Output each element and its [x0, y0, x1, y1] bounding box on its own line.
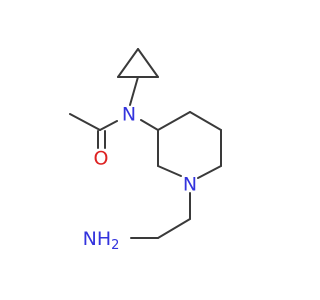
structure-canvas: N O N NH2 [69, 48, 222, 253]
atom-ring-nitrogen: N [183, 174, 197, 196]
bond-cyclopropyl-n [129, 76, 139, 106]
bond-n-piperidine-c3 [140, 119, 159, 131]
bond-cyclopropyl-left [117, 48, 139, 78]
atom-carbonyl-oxygen: O [94, 148, 109, 170]
bond-n-carbonyl [99, 120, 118, 131]
bond-carbonyl-methyl [69, 113, 101, 131]
bond-ethyl-c1-c2 [157, 218, 191, 239]
bond-piperidine-c4-c5 [189, 111, 222, 131]
bond-piperidine-c6-n1 [197, 165, 222, 179]
bond-piperidine-c3-c4 [157, 111, 191, 131]
bond-piperidine-n1-c2 [157, 165, 182, 177]
amine-label: NH [83, 228, 112, 250]
atom-amine-nitrogen: NH2 [83, 228, 120, 253]
bond-cyclopropyl-right [137, 48, 159, 78]
molecule-structure: N O N NH2 [69, 48, 222, 253]
amine-h-count: 2 [111, 238, 119, 253]
atom-amide-nitrogen: N [122, 104, 136, 126]
